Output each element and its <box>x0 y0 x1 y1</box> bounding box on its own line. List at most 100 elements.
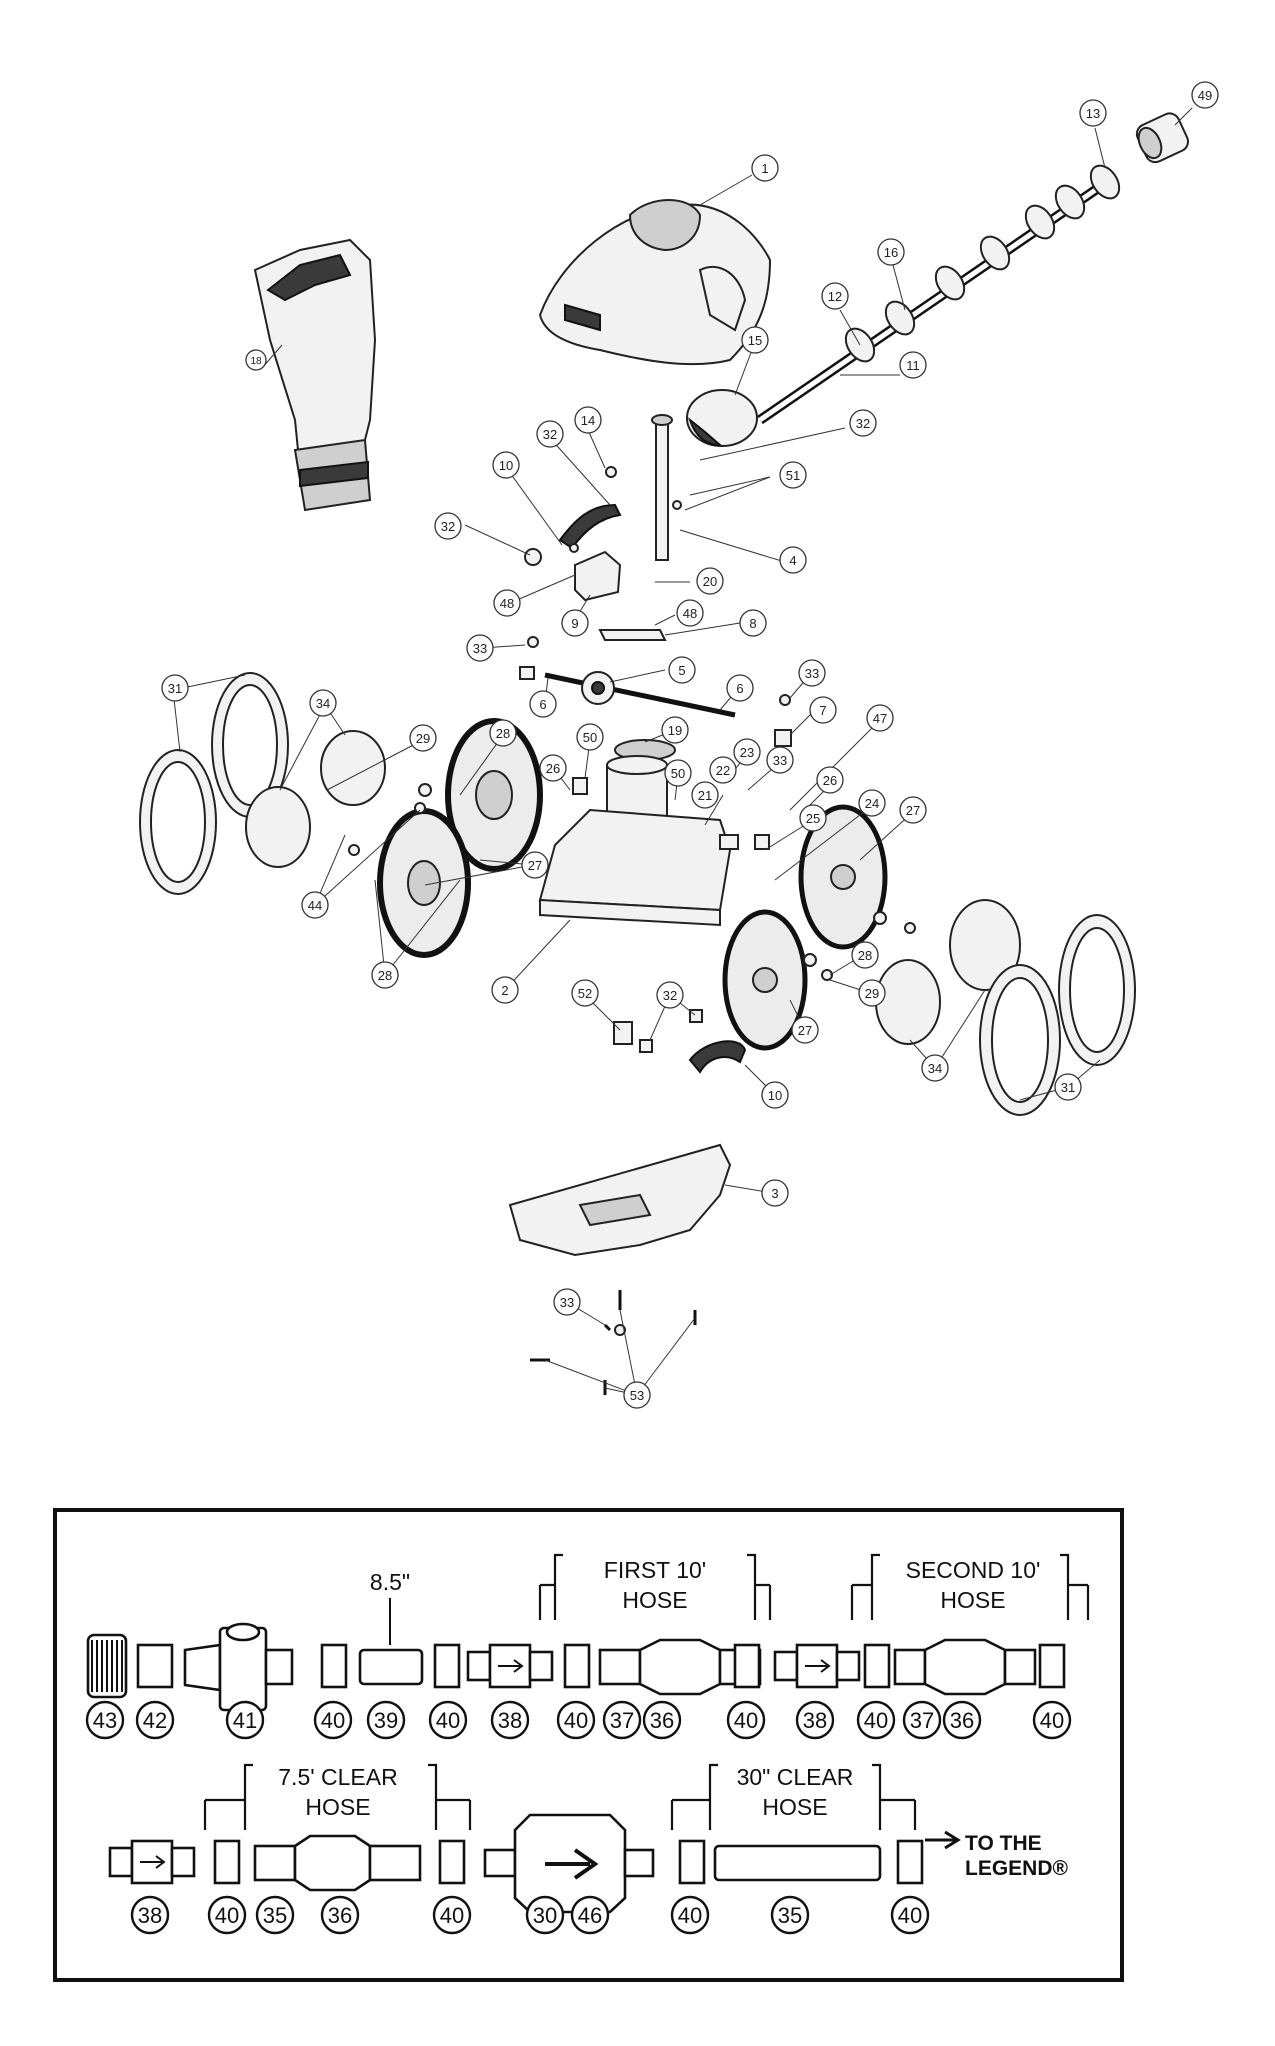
callout-label: 34 <box>316 696 330 711</box>
hose-row-2-numbers: 38 40 35 36 40 30 46 40 35 40 <box>130 1895 930 1935</box>
callout-label: 31 <box>168 681 182 696</box>
hardware <box>348 466 916 1336</box>
first-hose-bracket <box>538 1553 772 1620</box>
bushing <box>1135 112 1190 164</box>
part-number: 40 <box>215 1903 239 1928</box>
callout-label: 27 <box>528 858 542 873</box>
callouts: 1 49 13 16 12 11 15 18 14 32 32 10 51 32… <box>161 81 1219 1409</box>
callout-label: 29 <box>416 731 430 746</box>
callout-label: 12 <box>828 289 842 304</box>
top-cover <box>538 199 772 366</box>
part-number: 36 <box>328 1903 352 1928</box>
callout-label: 21 <box>698 788 712 803</box>
clear-75-label-line2: HOSE <box>305 1794 370 1820</box>
callout-label: 18 <box>250 356 262 367</box>
callout-label: 16 <box>884 245 898 260</box>
callout-label: 33 <box>773 753 787 768</box>
hose-row-1-numbers: 43 42 41 40 39 40 38 40 37 36 40 38 40 3… <box>85 1700 1072 1740</box>
callout-label: 19 <box>668 723 682 738</box>
clear-75-label-line1: 7.5' CLEAR <box>278 1764 397 1790</box>
second-hose-label-line2: HOSE <box>940 1587 1005 1613</box>
to-the-label: TO THE <box>965 1832 1042 1855</box>
float <box>686 389 758 447</box>
part-number: 40 <box>864 1708 888 1733</box>
callout-label: 32 <box>543 427 557 442</box>
clear-75-bracket <box>203 1763 472 1830</box>
hose-row-1-parts <box>86 1622 1066 1712</box>
part-number: 37 <box>610 1708 634 1733</box>
part-number: 40 <box>321 1708 345 1733</box>
gear-housing <box>574 550 622 602</box>
first-hose-label-line1: FIRST 10' <box>604 1557 706 1583</box>
callout-label: 10 <box>768 1088 782 1103</box>
part-number: 38 <box>803 1708 827 1733</box>
part-number: 40 <box>678 1903 702 1928</box>
second-hose-label-line1: SECOND 10' <box>906 1557 1041 1583</box>
callout-label: 26 <box>823 773 837 788</box>
callout-label: 5 <box>678 663 685 678</box>
bottom-tray <box>508 1143 732 1257</box>
debris-bag <box>253 238 377 512</box>
part-number: 41 <box>233 1708 257 1733</box>
callout-label: 24 <box>865 796 879 811</box>
chassis <box>538 808 732 927</box>
callout-label: 10 <box>499 458 513 473</box>
axle-assembly <box>757 164 1121 425</box>
exploded-view: 1 49 13 16 12 11 15 18 14 32 32 10 51 32… <box>139 81 1219 1409</box>
part-number: 40 <box>898 1903 922 1928</box>
callout-label: 50 <box>671 766 685 781</box>
legend-label: LEGEND® <box>965 1857 1069 1880</box>
right-tires <box>979 914 1136 1116</box>
left-hubcaps <box>245 730 386 868</box>
callout-label: 22 <box>716 763 730 778</box>
callout-label: 28 <box>858 948 872 963</box>
part-number: 35 <box>263 1903 287 1928</box>
callout-label: 25 <box>806 811 820 826</box>
hose-row-2-parts <box>108 1813 924 1914</box>
callout-label: 44 <box>308 898 322 913</box>
part-number: 40 <box>440 1903 464 1928</box>
callout-label: 23 <box>740 745 754 760</box>
first-hose-label-line2: HOSE <box>622 1587 687 1613</box>
callout-label: 6 <box>736 681 743 696</box>
plate <box>598 629 667 641</box>
callout-label: 15 <box>748 333 762 348</box>
callout-label: 27 <box>798 1023 812 1038</box>
callout-label: 20 <box>703 574 717 589</box>
callout-label: 28 <box>378 968 392 983</box>
callout-label: 48 <box>683 606 697 621</box>
arrow-right-icon <box>925 1830 961 1850</box>
right-hubcaps <box>875 899 1021 1045</box>
clear-30-label-line1: 30" CLEAR <box>737 1764 854 1790</box>
shaft <box>651 414 673 561</box>
callout-label: 51 <box>786 468 800 483</box>
part-number: 38 <box>498 1708 522 1733</box>
part-number: 43 <box>93 1708 117 1733</box>
part-number: 40 <box>734 1708 758 1733</box>
callout-label: 8 <box>749 616 756 631</box>
clear-30-label-line2: HOSE <box>762 1794 827 1820</box>
callout-label: 32 <box>663 988 677 1003</box>
callout-label: 33 <box>805 666 819 681</box>
second-hose-bracket <box>850 1553 1090 1620</box>
callout-label: 53 <box>630 1388 644 1403</box>
small-hose-upper <box>558 503 622 550</box>
callout-label: 4 <box>789 553 796 568</box>
callout-label: 47 <box>873 711 887 726</box>
clear-30-bracket <box>670 1763 917 1830</box>
callout-label: 3 <box>771 1186 778 1201</box>
part-number: 39 <box>374 1708 398 1733</box>
part-number: 46 <box>578 1903 602 1928</box>
callout-label: 6 <box>539 697 546 712</box>
callout-label: 50 <box>583 730 597 745</box>
part-number: 40 <box>436 1708 460 1733</box>
callout-label: 1 <box>761 161 768 176</box>
part-number: 40 <box>1040 1708 1064 1733</box>
callout-label: 32 <box>441 519 455 534</box>
callout-label: 7 <box>819 703 826 718</box>
callout-label: 2 <box>501 983 508 998</box>
hose-assembly-box: 8.5" FIRST 10' HOSE SECOND 10' HOSE 7.5'… <box>53 1508 1124 1982</box>
callout-label: 27 <box>906 803 920 818</box>
callout-label: 29 <box>865 986 879 1001</box>
